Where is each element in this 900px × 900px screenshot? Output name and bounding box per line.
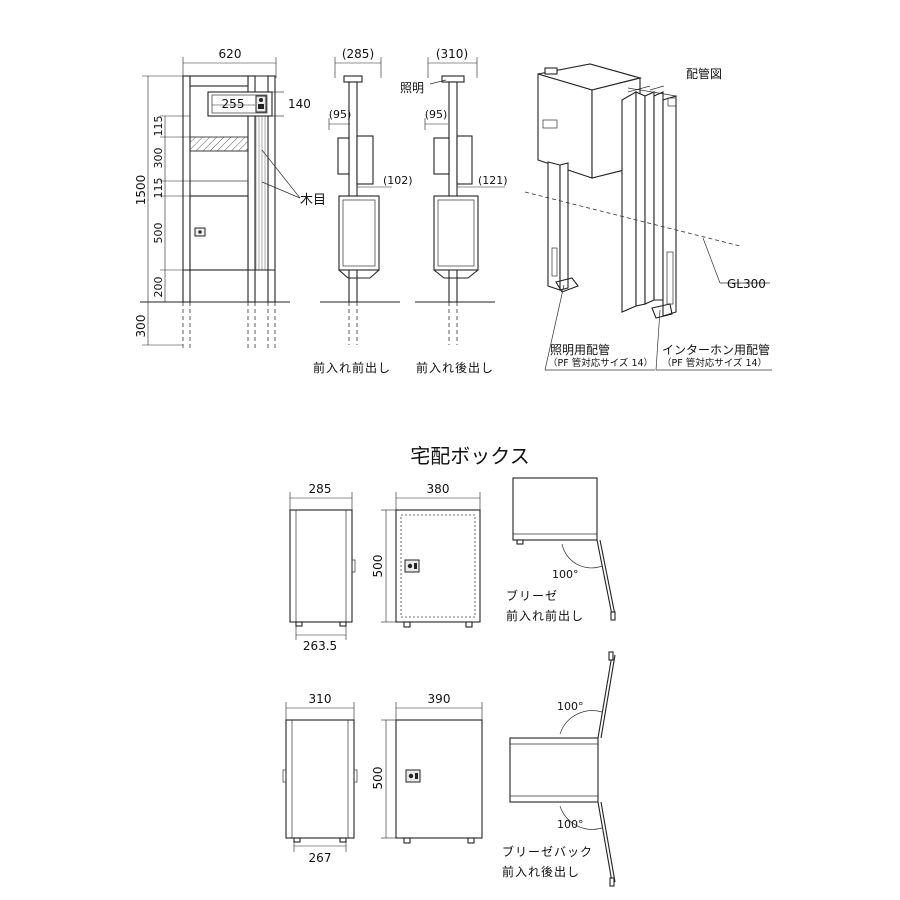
caption-row1-model: ブリーゼ — [506, 588, 558, 603]
dim-side2-121: (121) — [478, 174, 508, 187]
dim-115-top: 115 — [152, 116, 165, 137]
caption-row2-type: 前入れ後出し — [502, 864, 580, 879]
angle-row1: 100° — [552, 568, 579, 581]
caption-row2-model: ブリーゼバック — [502, 844, 593, 859]
dim-row1-front-500: 500 — [371, 555, 385, 578]
dim-500: 500 — [152, 223, 165, 244]
angle-row2-bottom: 100° — [557, 818, 584, 831]
row1-front-out: 285 263.5 380 500 100° — [289, 477, 616, 653]
row2-back-out: 310 267 390 500 100° — [282, 651, 616, 887]
dim-side1-102: (102) — [383, 174, 413, 187]
label-intercom-pipe: インターホン用配管 — [662, 342, 770, 357]
label-gl300: GL300 — [727, 277, 766, 291]
label-light-pipe-note: （PF 管対応サイズ 14） — [548, 357, 653, 369]
dim-row1-side-263: 263.5 — [303, 639, 337, 653]
dim-side2-95: (95) — [425, 108, 448, 121]
dim-300: 300 — [152, 148, 165, 169]
side-view-front-out: (285) (95) (102) 前入れ前出し — [313, 47, 413, 375]
dim-height-1500: 1500 — [134, 175, 148, 206]
label-intercom-pipe-note: （PF 管対応サイズ 14） — [662, 357, 767, 369]
piping-isometric: 配管図 GL300 照明用配管 （PF 管対応サイズ 14） — [524, 63, 772, 371]
label-light-pipe: 照明用配管 — [550, 342, 610, 357]
dim-row2-side-267: 267 — [309, 851, 332, 865]
dim-row1-front-380: 380 — [427, 482, 450, 496]
dim-intercom-255: 255 — [222, 97, 245, 111]
dim-side1-95: (95) — [329, 108, 352, 121]
dim-row2-side-310: 310 — [309, 692, 332, 706]
caption-front-out: 前入れ前出し — [313, 360, 391, 375]
dim-ground-300: 300 — [134, 315, 148, 338]
label-light: 照明 — [400, 81, 424, 95]
label-wood-grain: 木目 — [300, 193, 326, 208]
dim-intercom-140: 140 — [288, 97, 311, 111]
caption-row1-type: 前入れ前出し — [506, 608, 584, 623]
angle-row2-top: 100° — [557, 700, 584, 713]
dim-200: 200 — [152, 277, 165, 298]
dim-side1-285: (285) — [342, 47, 374, 61]
dim-row1-side-285: 285 — [309, 482, 332, 496]
dim-row2-front-390: 390 — [428, 692, 451, 706]
caption-back-out: 前入れ後出し — [416, 360, 494, 375]
side-view-back-out: (310) 照明 (95) (121) 前入れ後出し — [400, 47, 508, 375]
label-piping: 配管図 — [686, 66, 722, 81]
dim-side2-310: (310) — [436, 47, 468, 61]
front-elevation: 620 255 140 — [134, 47, 326, 350]
dim-width-620: 620 — [219, 47, 242, 61]
figure-title: 宅配ボックス — [410, 444, 529, 468]
dim-115-mid: 115 — [152, 178, 165, 199]
dim-row2-front-500: 500 — [371, 767, 385, 790]
